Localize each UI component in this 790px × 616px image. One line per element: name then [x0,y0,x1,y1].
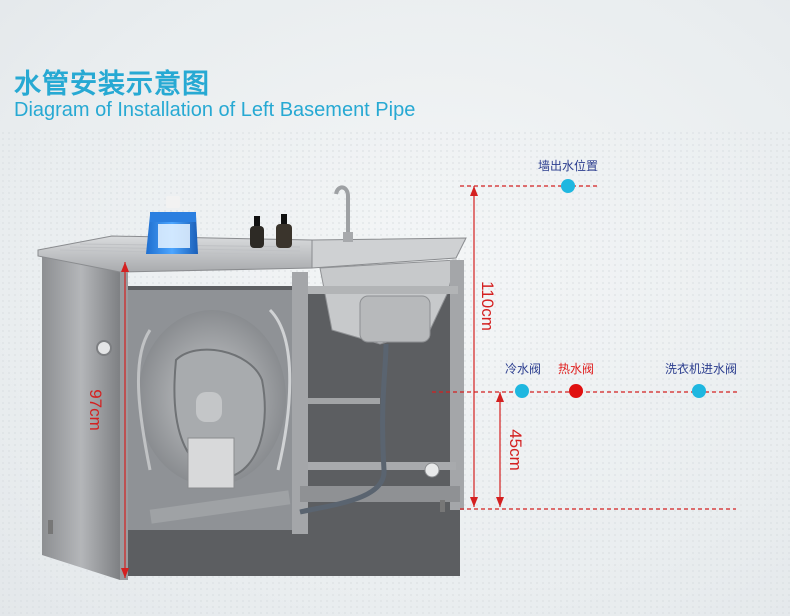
side-valve-knob [96,340,112,356]
pump-head [281,214,287,224]
wall-outlet-label: 墙出水位置 [538,159,599,173]
hot-valve-marker [569,384,583,398]
washer-hose [268,308,292,471]
detergent-bottle [146,196,198,254]
frame-mid-post [292,272,308,534]
page-title: 水管安装示意图 [14,69,210,100]
dimension-lines [124,185,740,578]
washer-label [187,437,235,489]
hot-valve-label: 热水阀 [558,362,595,376]
page-subtitle: Diagram of Installation of Left Basement… [14,99,416,121]
drain-hole [424,462,440,478]
washer-hose [137,329,152,471]
cabinet-height-label: 97cm [85,389,105,431]
bottle-cap [166,196,180,208]
faucet [334,185,353,242]
cabinet-left-panel [42,255,120,580]
cold-valve-marker [515,384,529,398]
frame-left-post [120,272,128,580]
shelf-bottom [300,486,460,502]
faucet-base [343,232,353,242]
washer-valve-label: 洗衣机进水阀 [665,362,738,376]
shelf-rail-mid [308,398,380,404]
washer-port [196,392,222,422]
washer-brace [149,490,291,524]
washing-machine [128,290,292,530]
soap-bottle [276,224,292,248]
countertop-right [311,237,467,269]
soap-bottle [250,226,264,248]
drain-pipe [299,343,389,515]
sink-bowl [359,295,431,343]
cabinet-leg [440,500,445,512]
cabinet-leg [48,520,53,534]
wall-outlet-marker [561,179,575,193]
total-height-label: 110cm [477,281,497,331]
bottle-shoulder [150,212,196,222]
washer-valve-marker [692,384,706,398]
cold-valve-label: 冷水阀 [505,362,542,376]
frame-right-post [450,260,464,510]
dimension-arrows [121,186,504,578]
frame-top-rail [308,286,458,294]
soap-bottles [250,214,292,248]
bottle-label [158,224,190,248]
valve-height-label: 45cm [505,429,525,471]
pump-head [254,216,260,226]
faucet-spout [334,185,350,240]
